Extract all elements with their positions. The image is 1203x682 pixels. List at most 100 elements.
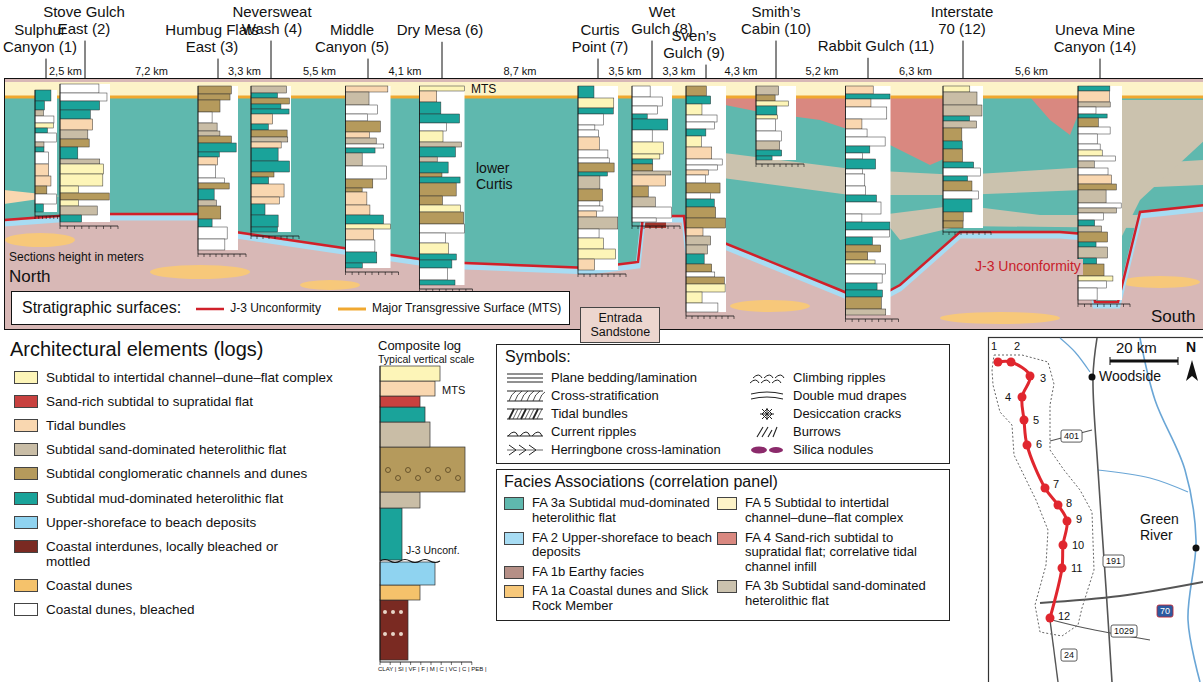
node-text: lower Curtis (476, 161, 536, 192)
log-bed (251, 86, 286, 93)
log-scale-tick (590, 274, 591, 277)
log-bed (35, 128, 47, 133)
earthy-facies-ground (4, 78, 1203, 330)
log-bed (420, 212, 464, 224)
location-number: 8 (1066, 497, 1072, 509)
log-bed (686, 218, 726, 228)
log-bed (346, 252, 377, 263)
location-number: 12 (1058, 610, 1070, 622)
log-column (251, 86, 291, 232)
log-bed (686, 245, 707, 254)
log-bed (60, 139, 89, 147)
log-bed (35, 194, 57, 204)
log-bed (420, 157, 438, 162)
log-scale-tick (263, 236, 264, 239)
log-bed (60, 119, 93, 130)
legend-item: Tidal bundles (14, 418, 376, 433)
symbol-stroke (507, 391, 543, 401)
log-bed (35, 101, 44, 110)
log-scale-tick (1084, 304, 1085, 307)
legend-item: Herringbone cross-lamination (505, 443, 721, 458)
log-bed (420, 91, 437, 102)
log-bed (756, 101, 788, 106)
legend-text: Upper-shoreface to beach deposits (46, 515, 376, 530)
log-bed (346, 224, 391, 229)
section-name: Sven’s Gulch (9) (661, 28, 727, 62)
road-24 (1050, 620, 1058, 682)
log-scale-tick (1123, 304, 1124, 307)
mottle (391, 610, 395, 614)
legend-swatch (504, 497, 524, 510)
log-bed (943, 176, 968, 181)
legend-text: Major Transgressive Surface (MTS) (372, 302, 561, 315)
legend-swatch (14, 371, 38, 384)
log-bed (60, 164, 104, 174)
legend-text: Climbing ripples (793, 371, 885, 386)
section-tick (1100, 59, 1101, 78)
log-bed (1078, 168, 1108, 175)
log-bed (846, 159, 876, 169)
legend-text: Tidal bundles (551, 407, 628, 422)
legend-text: Subtidal to intertidal channel–dune–flat… (46, 370, 376, 385)
log-bed (686, 86, 706, 96)
log-bed (420, 224, 465, 233)
log-bed (578, 176, 600, 189)
composite-bed (380, 600, 408, 660)
log-bed (846, 129, 868, 137)
log-scale-tick (638, 226, 639, 229)
log-bed (632, 130, 652, 142)
log-bed (686, 104, 702, 115)
legend-text: Coastal dunes, bleached (46, 602, 376, 617)
log-bed (251, 124, 268, 130)
legend-text: FA 4 Sand-rich subtidal to supratidal fl… (745, 531, 945, 575)
location-number: 3 (1040, 372, 1046, 384)
log-bed (756, 119, 776, 131)
log-bed (846, 169, 863, 174)
log-bed (60, 84, 99, 93)
symbol-sample (747, 407, 787, 421)
log-axis (845, 86, 846, 319)
log-bed (846, 94, 890, 99)
log-bed (578, 201, 600, 206)
log-bed (420, 147, 456, 157)
j3-unconformity-line (4, 205, 1203, 302)
symbol-sample (747, 389, 787, 403)
log-scale-tick (269, 236, 270, 239)
log-bed (35, 186, 47, 194)
log-scale-tick (74, 226, 75, 229)
log-scale-tick (674, 226, 675, 229)
log-bed (578, 114, 603, 125)
legend-item: FA 3a Subtidal mud-dominated heterolithi… (504, 496, 714, 525)
section-name: Curtis Point (7) (563, 22, 638, 56)
section-location-dot (1018, 393, 1027, 402)
log-bed (846, 195, 877, 202)
log-bed (60, 110, 90, 119)
legend-item: Subtidal mud-dominated heterolithic flat (14, 491, 376, 506)
composite-scale-tick (410, 662, 411, 665)
legend-text: Herringbone cross-lamination (551, 443, 721, 458)
symbol-sample (505, 407, 545, 421)
log-bed (251, 98, 289, 104)
log-bed (346, 153, 363, 166)
log-bed (846, 274, 883, 283)
log-bed (846, 297, 882, 309)
log-scale-tick (650, 226, 651, 229)
log-bed (251, 227, 277, 232)
log-bed (1078, 208, 1116, 213)
distance-label: 3,5 km (595, 65, 655, 77)
log-bed (846, 153, 863, 159)
node-text: Entrada Sandstone (583, 311, 657, 339)
composite-heading: Composite log (378, 339, 461, 354)
legend-item: Coastal interdunes, locally bleached or … (14, 539, 296, 569)
log-bed (251, 104, 281, 109)
composite-scale-tick (420, 662, 421, 665)
log-bed (251, 184, 284, 197)
log-bed (632, 207, 672, 218)
log-scale-tick (257, 236, 258, 239)
log-bed (198, 227, 227, 239)
road-number: 70 (1158, 606, 1172, 616)
road-shields (1061, 430, 1173, 661)
log-scale-tick (57, 216, 58, 219)
legend-item: FA 3b Subtidal sand-dominated heterolith… (717, 579, 945, 608)
legend-swatch (14, 443, 38, 456)
